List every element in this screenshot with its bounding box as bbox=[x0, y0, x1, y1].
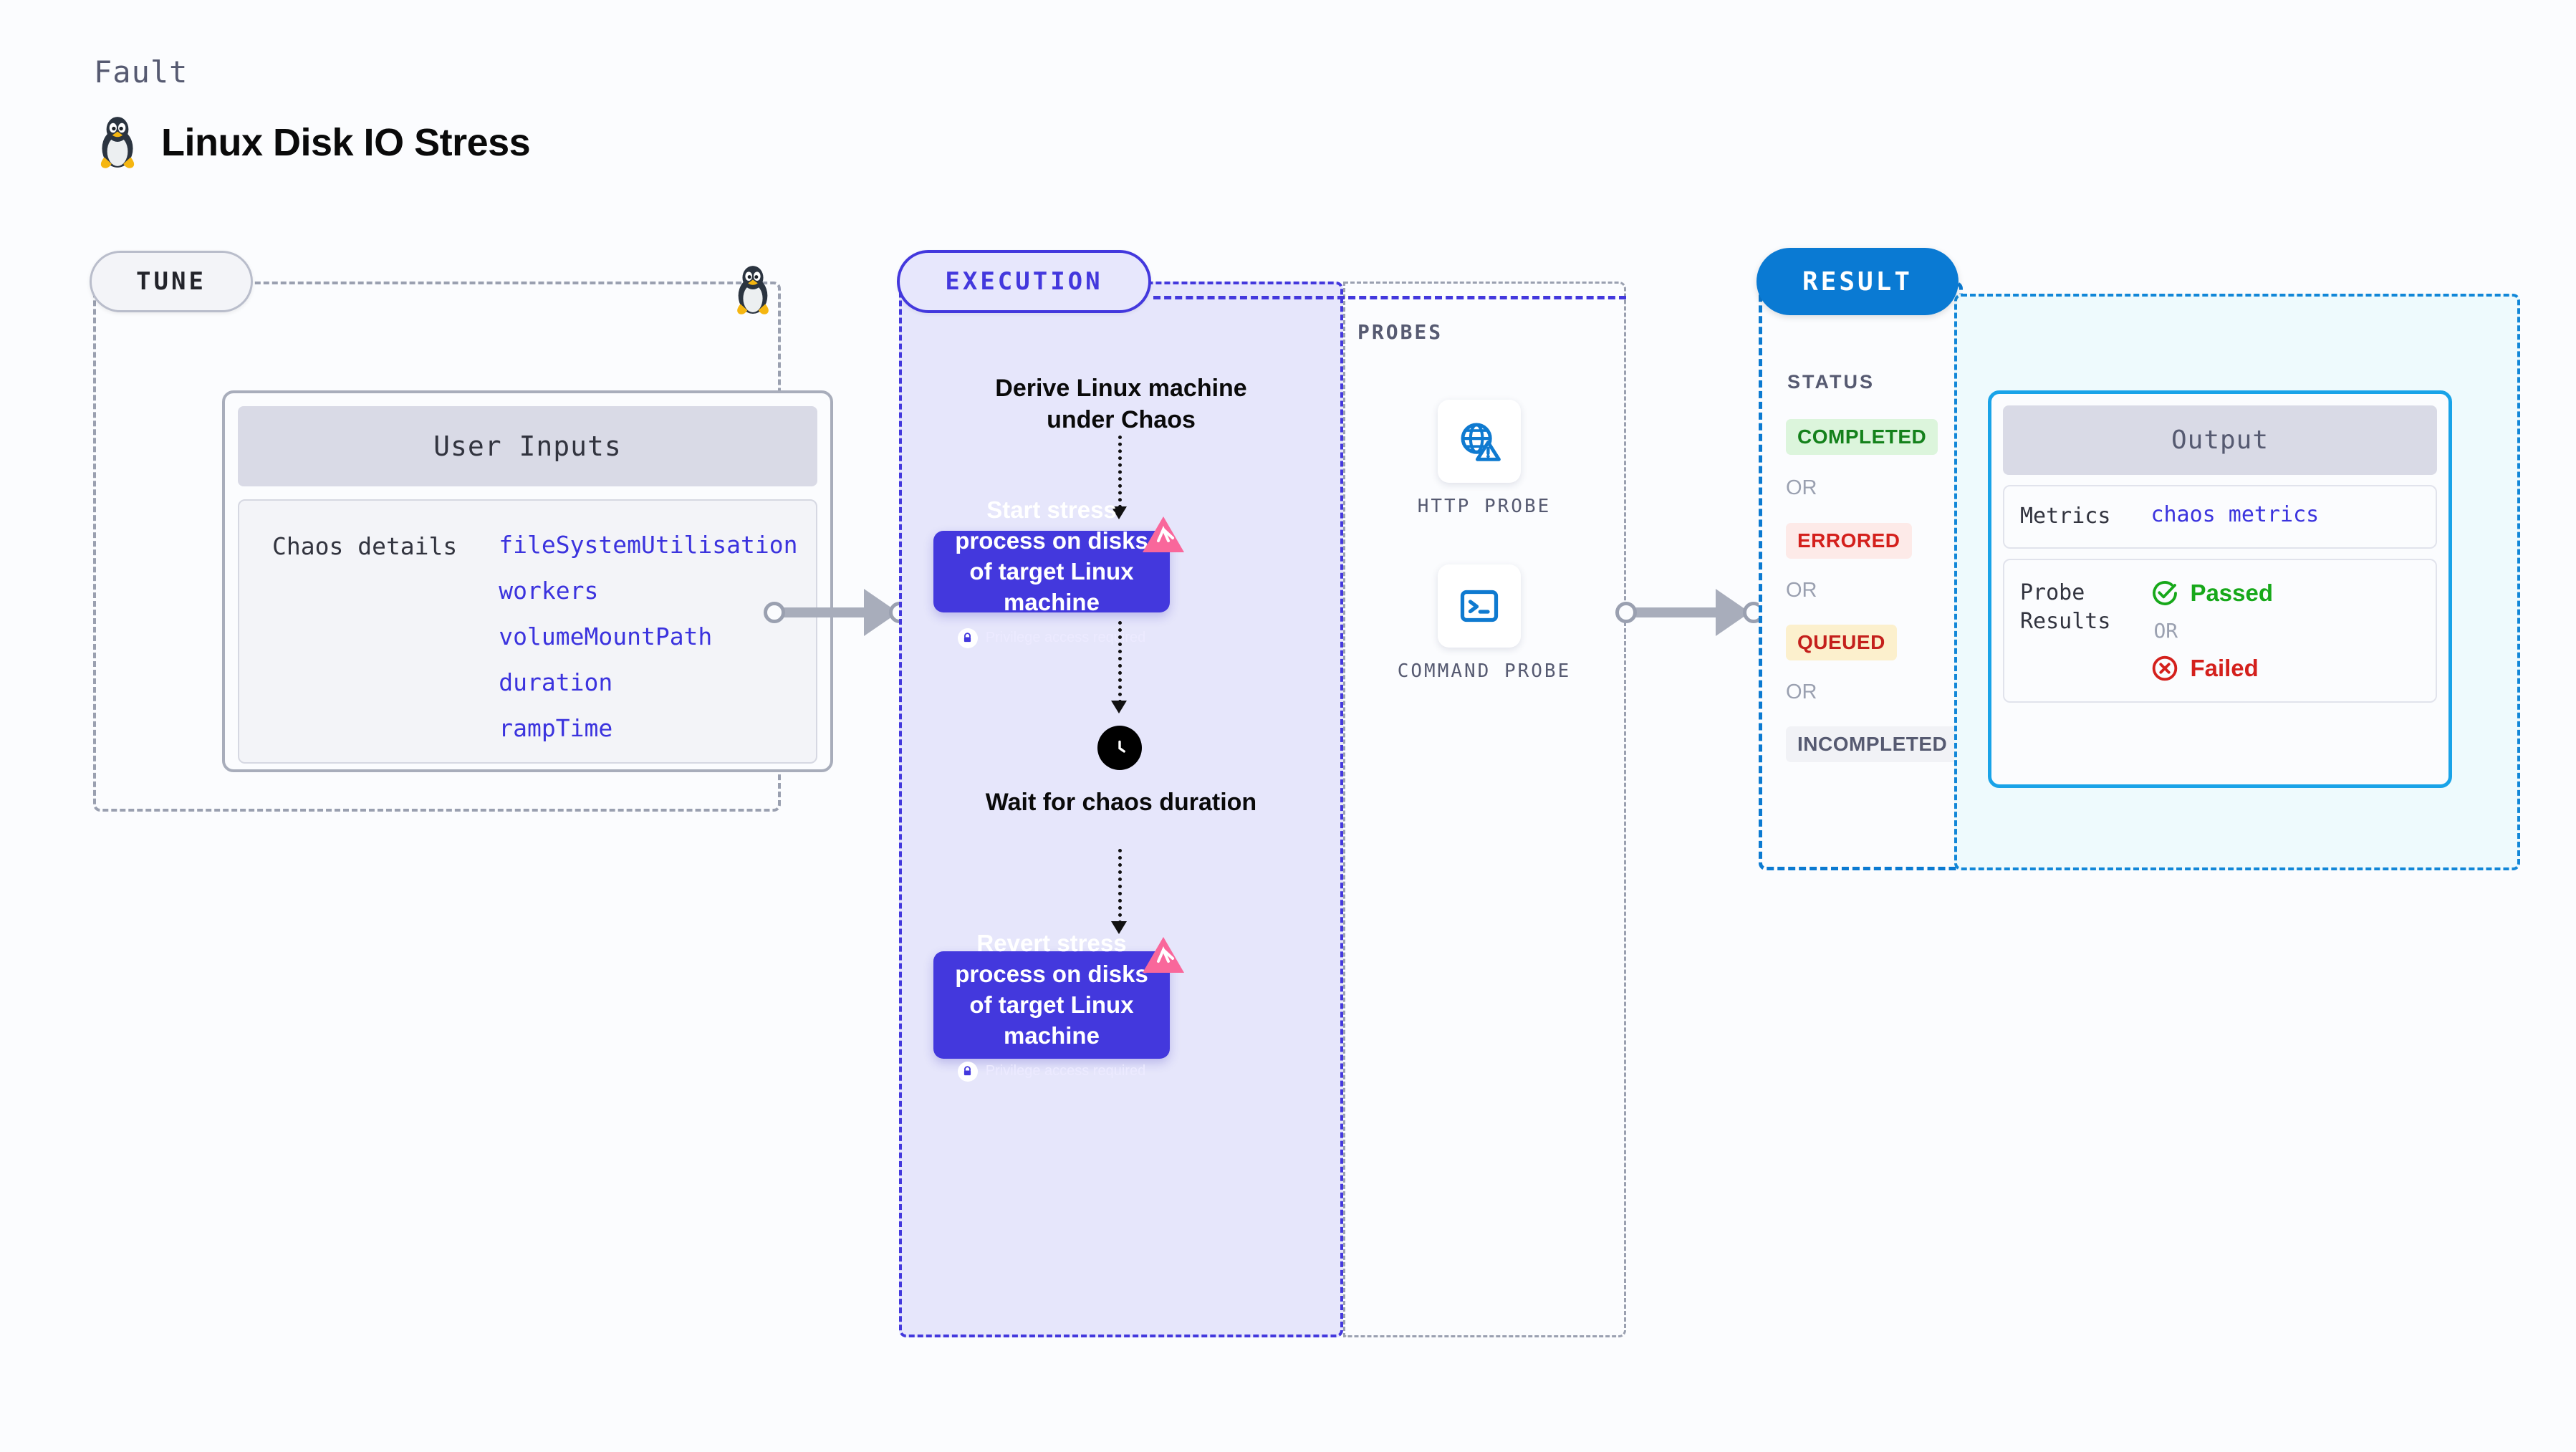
linux-tux-icon bbox=[100, 117, 135, 168]
status-badge-completed: COMPLETED bbox=[1786, 419, 1938, 455]
clock-icon bbox=[1097, 726, 1142, 770]
probe-results-key: Probe Results bbox=[2020, 580, 2111, 635]
execution-flow-arrowhead bbox=[1111, 506, 1127, 519]
litmus-badge-icon bbox=[1143, 937, 1184, 973]
execution-pill-label[interactable]: EXECUTION bbox=[897, 250, 1151, 313]
execution-step-start-stress-box[interactable]: Start stress process on disks of target … bbox=[933, 496, 1184, 648]
status-badge-errored: ERRORED bbox=[1786, 523, 1912, 559]
probe-passed-label: Passed bbox=[2190, 579, 2274, 606]
execution-step-label: Revert stress process on disks of target… bbox=[955, 930, 1148, 1049]
execution-section: EXECUTION Derive Linux machine under Cha… bbox=[897, 250, 1343, 1337]
status-badge-incompleted: INCOMPLETED bbox=[1786, 726, 1959, 762]
execution-flow-arrowhead bbox=[1111, 921, 1127, 934]
input-param[interactable]: duration bbox=[499, 668, 613, 696]
connector-shaft bbox=[1625, 607, 1733, 617]
status-or-1: OR bbox=[1786, 476, 1817, 499]
http-probe-tile[interactable] bbox=[1438, 400, 1521, 483]
linux-tux-icon bbox=[737, 266, 769, 314]
probe-results-values: Passed OR Failed bbox=[2150, 579, 2273, 683]
privilege-note-text: Privilege access required bbox=[985, 630, 1146, 646]
probes-section-label: PROBES bbox=[1357, 320, 1443, 344]
probe-result-passed: Passed bbox=[2150, 579, 2273, 607]
privilege-note: Privilege access required bbox=[957, 628, 1146, 648]
page-title-row: Linux Disk IO Stress bbox=[94, 115, 531, 170]
execution-flow-dotted-line bbox=[1118, 436, 1122, 509]
chaos-details-values: fileSystemUtilisation workers volumeMoun… bbox=[499, 531, 797, 762]
page-kicker: Fault bbox=[94, 54, 188, 90]
user-inputs-body: Chaos details fileSystemUtilisation work… bbox=[238, 499, 817, 764]
connector-node-start bbox=[764, 602, 785, 623]
privilege-note-text: Privilege access required bbox=[985, 1063, 1146, 1080]
connector-node-start bbox=[1615, 602, 1637, 623]
probe-failed-label: Failed bbox=[2190, 654, 2259, 681]
output-probe-results-row: Probe Results Passed OR Failed bbox=[2003, 558, 2437, 703]
status-badge-queued: QUEUED bbox=[1786, 625, 1897, 660]
status-label: STATUS bbox=[1787, 371, 1875, 393]
input-param[interactable]: volumeMountPath bbox=[499, 622, 713, 650]
privilege-note: Privilege access required bbox=[957, 1061, 1146, 1082]
probe-result-failed: Failed bbox=[2150, 654, 2273, 683]
page-title: Linux Disk IO Stress bbox=[161, 121, 531, 164]
http-probe-caption: HTTP PROBE bbox=[1417, 496, 1552, 517]
execution-flow-dotted-line bbox=[1118, 849, 1122, 924]
metrics-key: Metrics bbox=[2020, 504, 2111, 529]
chaos-details-key: Chaos details bbox=[272, 532, 458, 560]
result-pill-label[interactable]: RESULT bbox=[1756, 248, 1959, 315]
result-section-border bbox=[1759, 282, 1963, 870]
check-circle-icon bbox=[2153, 580, 2178, 605]
command-probe-caption: COMMAND PROBE bbox=[1397, 660, 1572, 682]
connector-probes-to-result bbox=[1615, 587, 1769, 638]
litmus-badge-icon bbox=[1143, 516, 1184, 552]
execution-flow-dotted-line bbox=[1118, 621, 1122, 703]
user-inputs-card: User Inputs Chaos details fileSystemUtil… bbox=[222, 390, 833, 772]
x-circle-icon bbox=[2153, 655, 2178, 681]
tune-section: TUNE User Inputs Chaos details fileSyste… bbox=[90, 251, 833, 812]
output-card-header: Output bbox=[2003, 405, 2437, 475]
execution-step-revert-stress-box[interactable]: Revert stress process on disks of target… bbox=[933, 930, 1184, 1082]
lock-icon bbox=[957, 628, 978, 648]
execution-step-derive-label: Derive Linux machine under Chaos bbox=[995, 375, 1247, 433]
output-metrics-row: Metrics chaos metrics bbox=[2003, 485, 2437, 549]
execution-top-dashed-line bbox=[1153, 296, 1626, 299]
execution-flow-arrowhead bbox=[1111, 701, 1127, 713]
input-param[interactable]: workers bbox=[499, 577, 599, 605]
execution-step-label: Start stress process on disks of target … bbox=[955, 496, 1148, 615]
output-card: Output Metrics chaos metrics Probe Resul… bbox=[1988, 390, 2452, 788]
connector-shaft bbox=[774, 607, 881, 617]
probe-or-label: OR bbox=[2153, 618, 2178, 643]
user-inputs-header: User Inputs bbox=[238, 406, 817, 486]
connector-tune-to-execution bbox=[764, 587, 914, 638]
metrics-value[interactable]: chaos metrics bbox=[2150, 502, 2320, 527]
terminal-icon bbox=[1460, 590, 1499, 622]
execution-step-wait-label: Wait for chaos duration bbox=[985, 789, 1257, 816]
status-or-3: OR bbox=[1786, 681, 1817, 703]
input-param[interactable]: rampTime bbox=[499, 714, 613, 742]
globe-warning-icon bbox=[1461, 423, 1501, 461]
lock-icon bbox=[957, 1061, 978, 1082]
input-param[interactable]: fileSystemUtilisation bbox=[499, 531, 798, 559]
command-probe-tile[interactable] bbox=[1438, 564, 1521, 648]
result-section: RESULT bbox=[1756, 248, 1963, 870]
tune-pill-label[interactable]: TUNE bbox=[90, 251, 253, 312]
status-or-2: OR bbox=[1786, 579, 1817, 602]
